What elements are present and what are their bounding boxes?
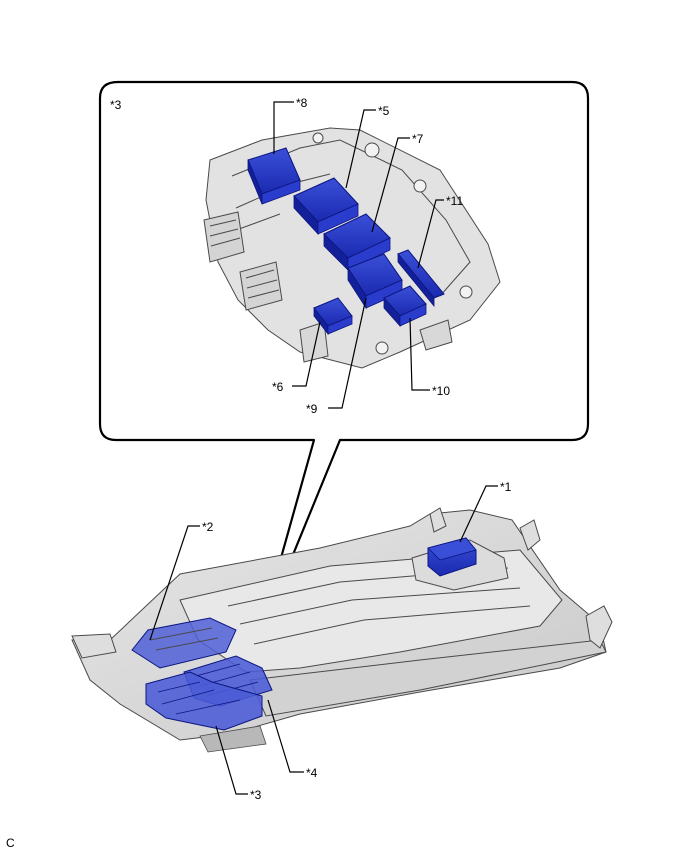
callout-2: *2 [202, 520, 214, 534]
relay-9 [347, 253, 403, 310]
callout-1: *1 [500, 480, 512, 494]
relay-6 [313, 297, 353, 336]
callout-3-main: *3 [250, 788, 262, 802]
relay-5 [293, 177, 359, 236]
left-connectors [203, 211, 283, 311]
callout-9: *9 [306, 402, 318, 416]
component-2 [131, 617, 237, 669]
callout-8: *8 [296, 96, 308, 110]
callout-6: *6 [272, 380, 284, 394]
callout-10: *10 [432, 384, 451, 398]
main-leader-lines [149, 485, 498, 795]
callout-11: *11 [446, 194, 464, 208]
relay-8 [247, 147, 301, 205]
callout-5: *5 [378, 104, 390, 118]
inset-leader-lines [273, 101, 444, 409]
component-1 [427, 537, 477, 577]
callout-7: *7 [412, 132, 424, 146]
callout-3-inset: *3 [110, 98, 122, 112]
component-3 [145, 671, 263, 731]
relay-11 [397, 249, 445, 308]
corner-code: C [6, 836, 15, 850]
relay-10 [383, 285, 427, 328]
callout-4: *4 [306, 766, 318, 780]
